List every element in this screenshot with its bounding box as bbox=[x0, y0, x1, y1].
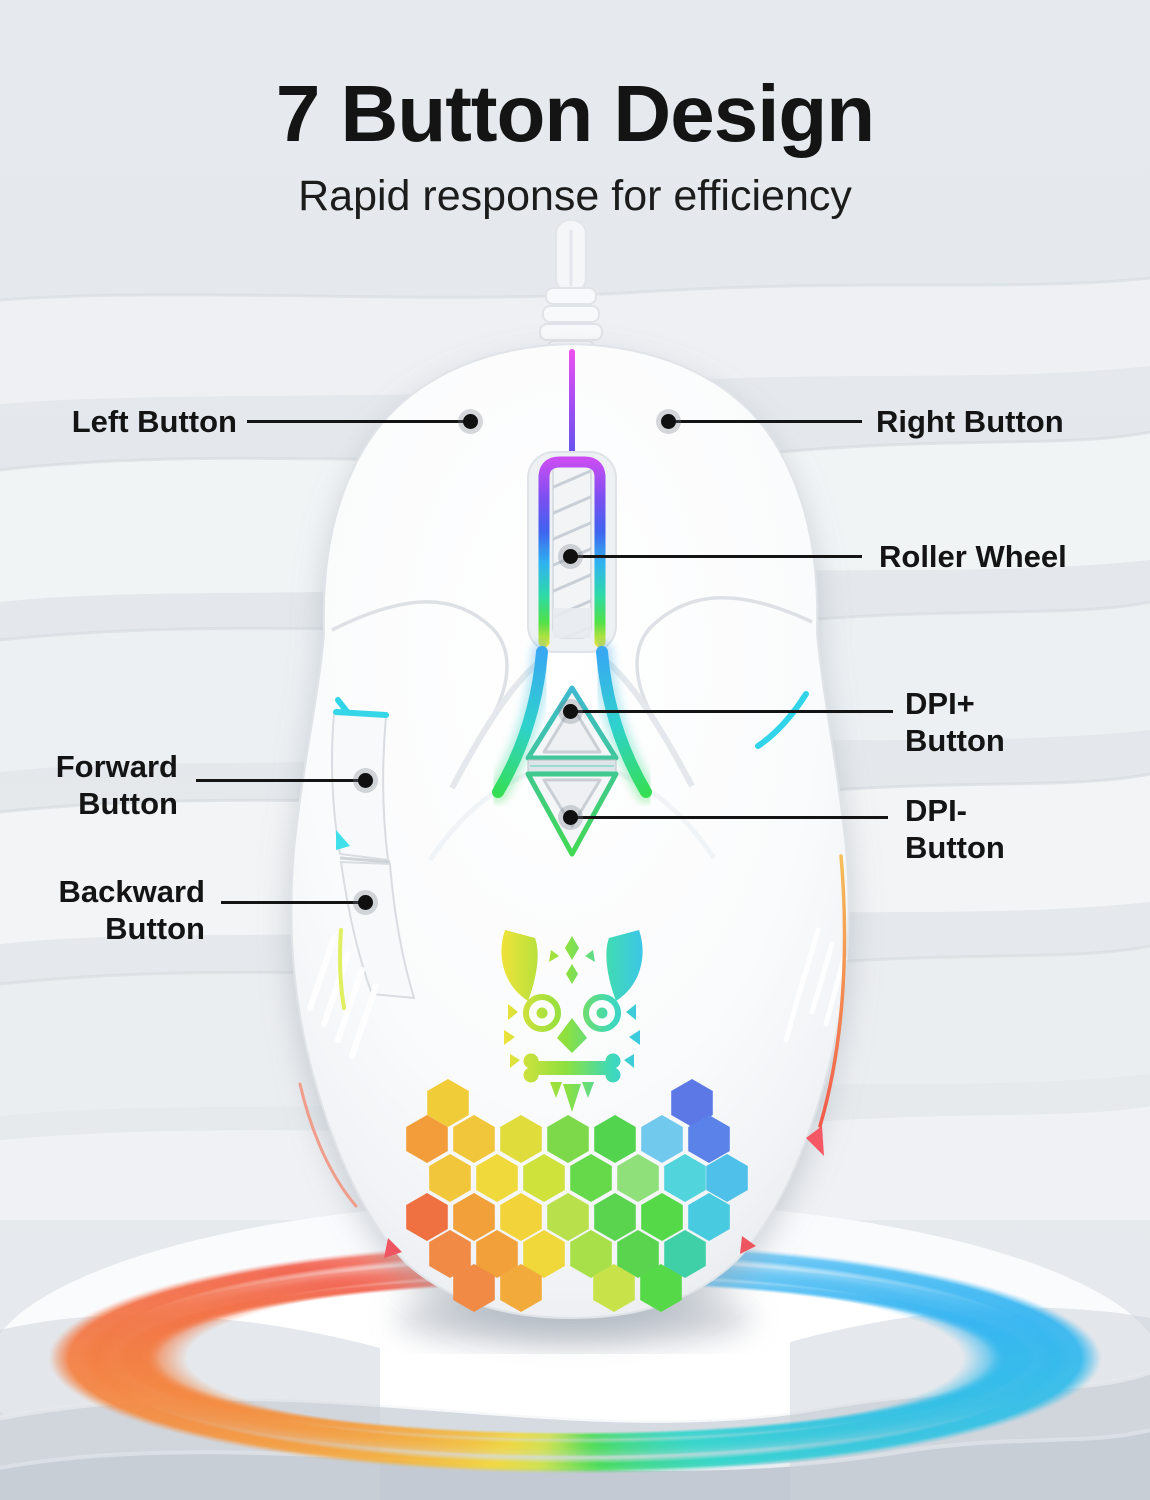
hex-cell bbox=[429, 1154, 471, 1202]
hex-cell bbox=[427, 1079, 469, 1127]
dpi-minus-callout-dot bbox=[563, 810, 578, 825]
hex-cell bbox=[617, 1230, 659, 1278]
hex-cell bbox=[453, 1115, 495, 1163]
hex-cell bbox=[688, 1115, 730, 1163]
side-buttons bbox=[331, 709, 416, 1000]
hex-cell bbox=[500, 1115, 542, 1163]
forward-side-button bbox=[331, 712, 390, 862]
roller-wheel-callout-line bbox=[571, 555, 862, 558]
side-rgb-accents bbox=[298, 854, 847, 1258]
hex-cell bbox=[429, 1230, 471, 1278]
backward-button-callout-line bbox=[221, 901, 366, 904]
hex-cell bbox=[570, 1230, 612, 1278]
left-grip-texture bbox=[307, 935, 379, 1059]
backward-side-button bbox=[339, 860, 416, 1000]
roller-wheel-label: Roller Wheel bbox=[879, 539, 1067, 574]
hex-cell bbox=[594, 1193, 636, 1241]
honeycomb-rgb-shell bbox=[406, 1079, 748, 1312]
hex-cell bbox=[406, 1193, 448, 1241]
dpi-plus-label: DPI+ Button bbox=[905, 686, 1005, 758]
backward-button-label: Backward Button bbox=[58, 874, 205, 946]
mouse-cable bbox=[539, 219, 603, 356]
hex-cell bbox=[523, 1230, 565, 1278]
backward-button-callout-dot bbox=[358, 895, 373, 910]
forward-button-callout-line bbox=[196, 779, 366, 782]
right-button-callout-line bbox=[669, 420, 862, 423]
hex-cell bbox=[641, 1193, 683, 1241]
v-rgb-strips bbox=[487, 641, 657, 803]
forward-button-callout-dot bbox=[358, 773, 373, 788]
wheel-rgb-rails bbox=[534, 456, 610, 652]
hex-cell bbox=[500, 1193, 542, 1241]
page-subtitle: Rapid response for efficiency bbox=[298, 172, 852, 220]
dpi-plus-callout-dot bbox=[563, 704, 578, 719]
onikuma-logo bbox=[501, 930, 643, 1112]
hex-cell bbox=[547, 1193, 589, 1241]
dpi-plus-callout-line bbox=[571, 710, 893, 713]
hex-cell bbox=[664, 1230, 706, 1278]
hex-cell bbox=[640, 1264, 682, 1312]
left-button-label: Left Button bbox=[71, 404, 237, 439]
dpi-minus-label: DPI- Button bbox=[905, 793, 1005, 865]
hex-cell bbox=[594, 1115, 636, 1163]
hex-cell bbox=[664, 1154, 706, 1202]
forward-button-label: Forward Button bbox=[55, 749, 178, 821]
left-button-callout-line bbox=[247, 420, 470, 423]
hex-cell bbox=[593, 1264, 635, 1312]
hex-cell bbox=[406, 1115, 448, 1163]
hex-cell bbox=[688, 1193, 730, 1241]
right-button-label: Right Button bbox=[876, 404, 1064, 439]
hex-cell bbox=[706, 1154, 748, 1202]
page-title: 7 Button Design bbox=[275, 69, 875, 158]
hex-cell bbox=[500, 1264, 542, 1312]
hex-cell bbox=[570, 1154, 612, 1202]
hex-cell bbox=[476, 1230, 518, 1278]
hex-cell bbox=[453, 1264, 495, 1312]
right-grip-texture bbox=[783, 927, 847, 1043]
dpi-buttons bbox=[525, 685, 619, 857]
dpi-minus-callout-line bbox=[571, 816, 888, 819]
hex-cell bbox=[523, 1154, 565, 1202]
hex-cell bbox=[476, 1154, 518, 1202]
left-button-callout-dot bbox=[463, 414, 478, 429]
hex-cell bbox=[671, 1079, 713, 1127]
hex-cell bbox=[641, 1115, 683, 1163]
hex-cell bbox=[547, 1115, 589, 1163]
hex-cell bbox=[617, 1154, 659, 1202]
roller-wheel-callout-dot bbox=[563, 549, 578, 564]
hex-cell bbox=[453, 1193, 495, 1241]
right-button-callout-dot bbox=[661, 414, 676, 429]
